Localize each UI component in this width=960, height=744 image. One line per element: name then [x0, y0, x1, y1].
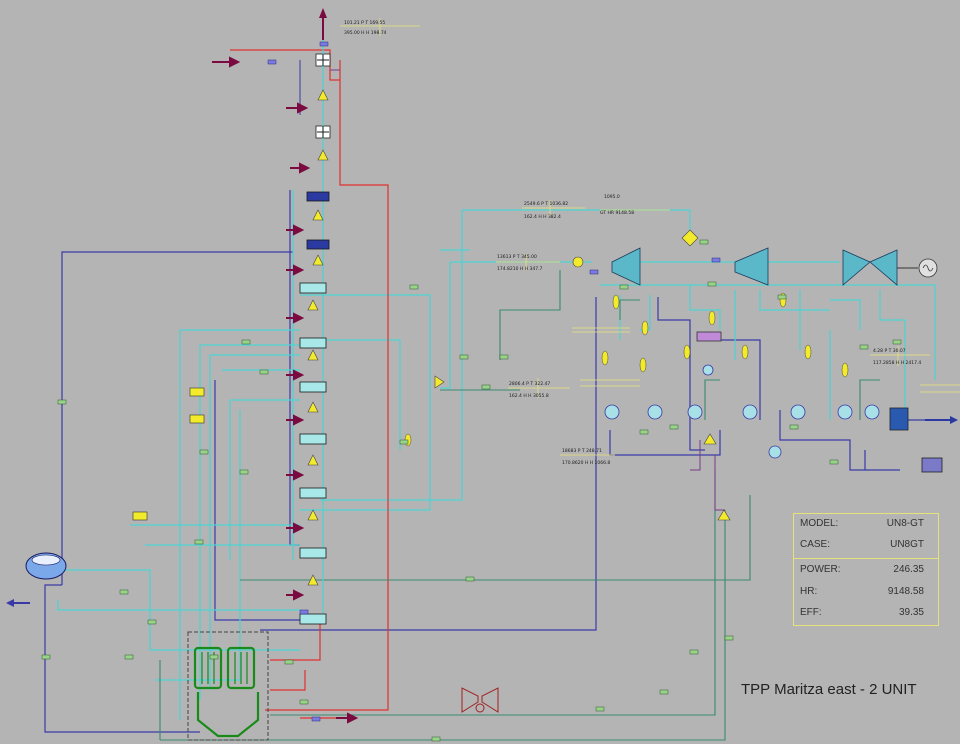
annotation-gt-3: 1095.0: [604, 194, 620, 200]
feed-lines: [159, 270, 880, 741]
annotation-top-2: 395.00 H H 198.74: [344, 30, 387, 36]
power-label: POWER:: [800, 564, 841, 575]
flow-annotations: 101.21 P T 169.55 395.00 H H 198.74 2549…: [344, 20, 921, 466]
power-value: 246.35: [893, 564, 924, 575]
summary-panel: MODEL: UN8-GT CASE: UN8GT POWER: 246.35 …: [793, 513, 939, 626]
annotation-top-1: 101.21 P T 169.55: [344, 20, 385, 26]
summary-row-model: MODEL: UN8-GT: [794, 514, 938, 534]
heater-stack: [299, 191, 330, 625]
boiler: [187, 631, 269, 741]
summary-row-case: CASE: UN8GT: [794, 535, 938, 555]
hr-value: 9148.58: [887, 586, 924, 597]
annotation-right-1: 4.28 P T 30.07: [873, 348, 906, 354]
purple-markers: [267, 41, 721, 722]
annotation-comp-2: 174.8210 H H 347.7: [497, 266, 543, 272]
annotation-gt-4: GT HR 9148.58: [600, 210, 634, 216]
annotation-right-2: 117.2858 H H 2417.4: [873, 360, 921, 366]
fan: [461, 687, 499, 713]
column-pumps: [307, 89, 731, 586]
annotation-mid-2: 162.4 H H 3055.8: [509, 393, 549, 399]
annotation-mid-1: 2806.4 P T 322.47: [509, 381, 550, 387]
line-markers: [41, 239, 902, 742]
annotation-gt-1: 2549.6 P T 1036.82: [524, 201, 568, 207]
preheater-row: [604, 331, 958, 473]
case-label: CASE:: [800, 539, 831, 550]
case-value: UN8GT: [890, 539, 924, 550]
hr-label: HR:: [800, 586, 818, 597]
magenta-lines: [690, 440, 725, 511]
summary-row-eff: EFF: 39.35: [794, 603, 938, 623]
steam-header: [299, 8, 340, 620]
model-label: MODEL:: [800, 518, 839, 529]
plant-title: TPP Maritza east - 2 UNIT: [741, 681, 917, 698]
summary-row-power: POWER: 246.35: [794, 560, 938, 580]
water-lines: [44, 190, 940, 733]
deaerators: [6, 387, 205, 607]
annotation-low-1: 18683 P T 248.71: [562, 448, 602, 454]
annotation-comp-1: 13613 P T 345.00: [497, 254, 537, 260]
eff-value: 39.35: [898, 607, 924, 618]
steam-lines: [57, 190, 936, 720]
annotation-low-2: 170.8620 H H 1066.8: [562, 460, 610, 466]
summary-separator: [794, 558, 938, 559]
turbine-train: [572, 229, 938, 286]
inlet-arrows: [212, 56, 359, 724]
eff-label: EFF:: [800, 607, 822, 618]
valves: [404, 292, 849, 447]
annotation-gt-2: 162.4 H H 382.4: [524, 214, 561, 220]
summary-row-hr: HR: 9148.58: [794, 582, 938, 602]
model-value: UN8-GT: [886, 518, 924, 529]
annotation-crosses: [340, 18, 960, 456]
